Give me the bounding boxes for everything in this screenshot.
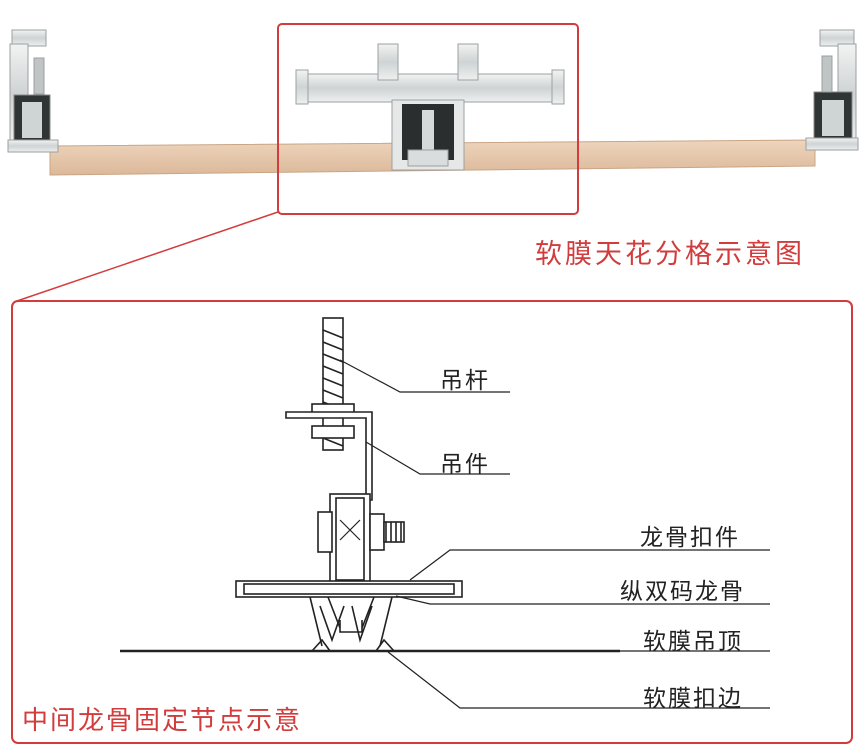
top-highlight-frame xyxy=(277,23,579,215)
label-keel-clip: 龙骨扣件 xyxy=(640,525,740,551)
label-hanger: 吊件 xyxy=(440,452,490,478)
leader-lines xyxy=(339,359,770,709)
top-caption: 软膜天花分格示意图 xyxy=(535,239,805,270)
center-profile xyxy=(295,43,565,171)
bolt-nut xyxy=(369,513,385,551)
label-soft-film-edge: 软膜扣边 xyxy=(643,686,743,712)
bolt-head xyxy=(317,511,333,553)
left-edge-profile xyxy=(7,29,59,153)
lower-nut xyxy=(311,425,355,439)
leader-keel-clip xyxy=(409,549,770,581)
bottom-caption: 中间龙骨固定节点示意 xyxy=(22,706,303,736)
leader-double-keel xyxy=(395,595,770,605)
right-edge-profile xyxy=(805,29,859,151)
leader-edge xyxy=(387,651,770,709)
keel-web xyxy=(309,596,393,647)
zoom-leader-line xyxy=(13,211,279,303)
leader-rod xyxy=(339,359,510,393)
label-rod: 吊杆 xyxy=(440,368,490,394)
detail-frame xyxy=(11,300,853,744)
double-keel-flange xyxy=(235,580,463,598)
leader-hanger xyxy=(365,441,510,475)
profile-photo xyxy=(7,29,859,176)
node-detail-drawing xyxy=(120,317,620,653)
label-soft-film-ceiling: 软膜吊顶 xyxy=(643,629,743,655)
label-double-keel: 纵双码龙骨 xyxy=(620,579,745,605)
